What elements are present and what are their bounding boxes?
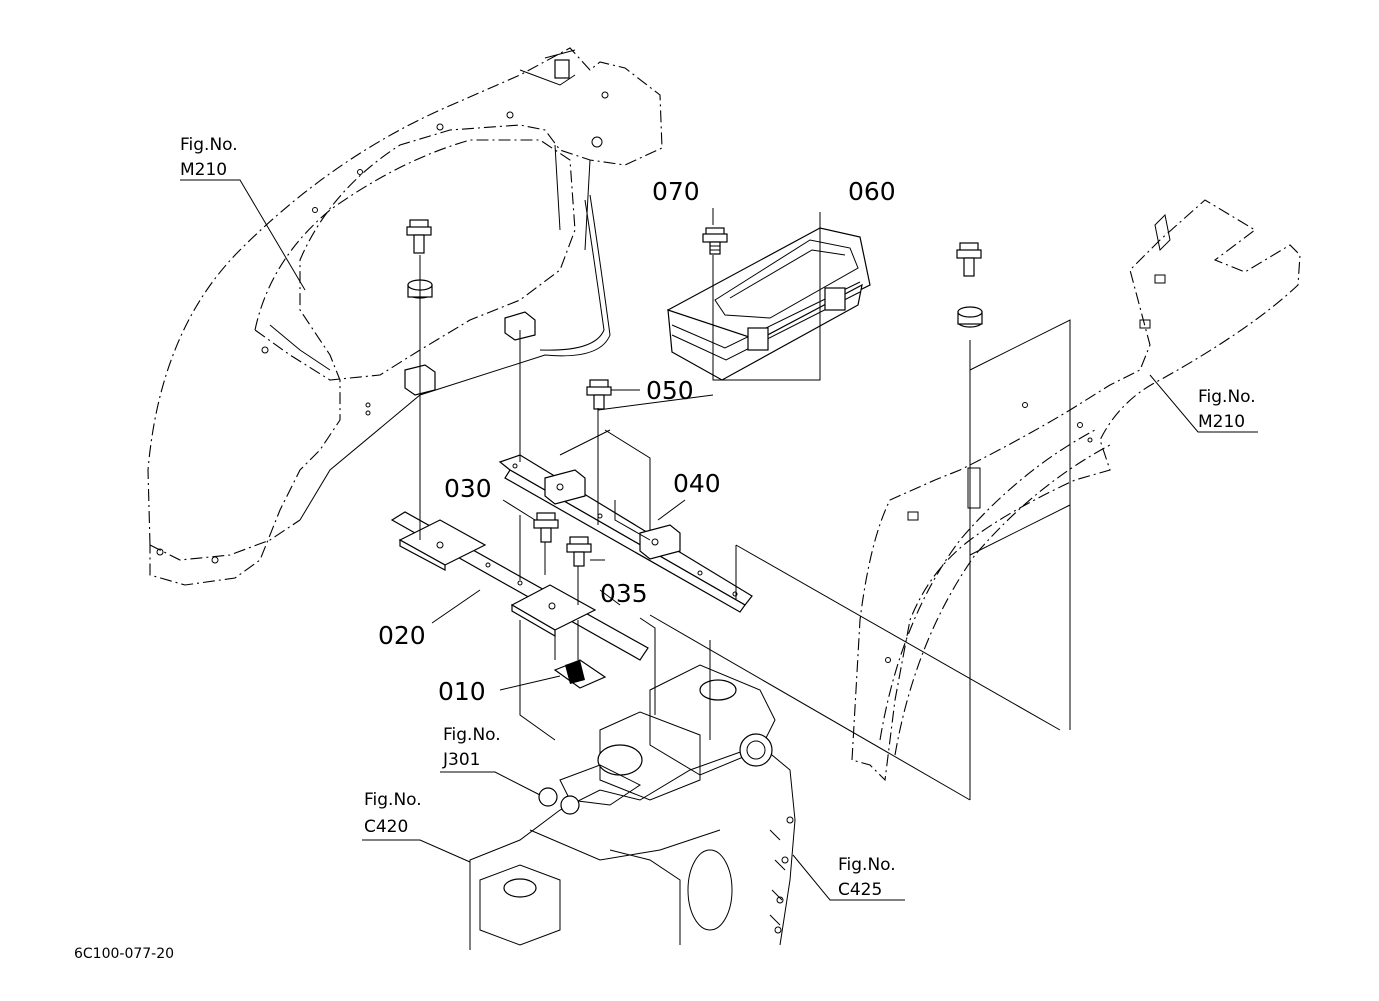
right-fender-bolt: [956, 242, 983, 328]
part-label-060: 060: [848, 177, 896, 206]
drawing-code: 6C100-077-20: [74, 946, 174, 962]
part-label-010: 010: [438, 677, 486, 706]
left-fender-bolt: [406, 219, 433, 299]
fig-ref-j301-line1: Fig.No.: [443, 725, 501, 745]
fig-ref-m210-left-line2: M210: [180, 160, 227, 180]
part-label-020: 020: [378, 621, 426, 650]
bolt-035: [566, 536, 592, 567]
bolt-050: [586, 379, 612, 410]
part-label-050: 050: [646, 376, 694, 405]
fig-ref-j301-line2: J301: [442, 750, 480, 770]
fig-ref-c425-line1: Fig.No.: [838, 855, 896, 875]
fig-ref-c420-line1: Fig.No.: [364, 790, 422, 810]
part-label-040: 040: [673, 469, 721, 498]
tool-box: [666, 227, 871, 381]
part-label-035: 035: [600, 579, 648, 608]
bolt-030: [533, 512, 559, 543]
fig-ref-m210-left-line1: Fig.No.: [180, 135, 238, 155]
bracket-040: [498, 454, 753, 613]
fig-ref-m210-right-line1: Fig.No.: [1198, 387, 1256, 407]
right-fender: [851, 199, 1301, 782]
fig-ref-c425-line2: C425: [838, 880, 882, 900]
part-label-070: 070: [652, 177, 700, 206]
transmission-housing: [469, 664, 796, 950]
bracket-020: [390, 511, 649, 661]
assembly-lines: [419, 212, 1071, 801]
fender-bracket-right: [504, 311, 536, 341]
left-fender: [147, 47, 663, 586]
fig-ref-c420-line2: C420: [364, 817, 408, 837]
fig-ref-m210-right-line2: M210: [1198, 412, 1245, 432]
bolt-070: [702, 227, 728, 255]
leader-lines: [180, 179, 1258, 901]
part-label-030: 030: [444, 474, 492, 503]
clip-010-shade: [565, 660, 585, 684]
